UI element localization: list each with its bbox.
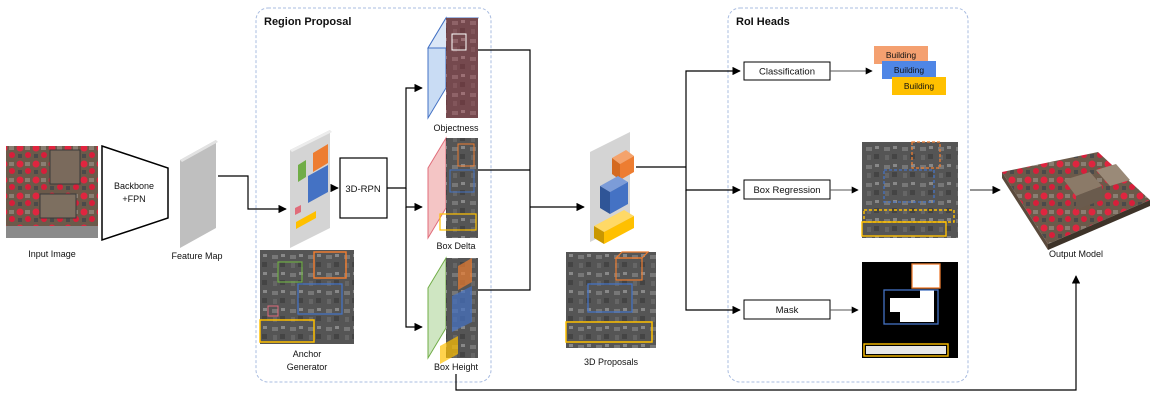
class-tag-yellow (892, 77, 946, 95)
input-image-label: Input Image (28, 249, 76, 259)
proposals-plane (590, 132, 634, 244)
mask-block: Mask (743, 299, 831, 320)
feature-map-label: Feature Map (171, 251, 222, 261)
mask-label: Mask (776, 305, 799, 316)
box-regression-image (861, 141, 958, 238)
backbone-label-1: Backbone (114, 181, 154, 191)
objectness-label: Objectness (433, 123, 479, 133)
proposals-image (565, 251, 656, 348)
arrow-boxheight-to-output (455, 275, 1081, 391)
class-tag-label-1: Building (886, 50, 917, 60)
box-delta-label: Box Delta (436, 241, 475, 251)
anchor-generator-label-1: Anchor (293, 349, 322, 359)
roi-heads-title: RoI Heads (736, 16, 790, 28)
box-height-label: Box Height (434, 362, 479, 372)
arrow-to-mask (685, 190, 741, 315)
region-proposal-panel: Region Proposal (255, 7, 492, 383)
class-tag-orange (874, 46, 928, 64)
box-delta-tensor (427, 136, 478, 240)
box-height-tensor (427, 256, 478, 364)
arrow-feature-to-rpn (218, 175, 287, 214)
backbone-label-2: +FPN (122, 194, 145, 204)
classification-label: Classification (759, 67, 815, 78)
arrow-to-classification (685, 66, 741, 167)
box-regression-label: Box Regression (753, 185, 820, 196)
region-proposal-title: Region Proposal (264, 16, 351, 28)
rpn-label: 3D-RPN (345, 184, 381, 195)
backbone-block: Backbone +FPN (101, 144, 169, 242)
arrow-rpn-boxdelta (405, 188, 423, 212)
mask-image (862, 262, 958, 358)
proposals-label: 3D Proposals (584, 357, 639, 367)
anchor-generator-label-2: Generator (287, 362, 328, 372)
anchor-generator-image (259, 250, 354, 344)
roi-heads-panel: RoI Heads (727, 7, 969, 383)
box-regression-block: Box Regression (743, 179, 831, 200)
arrow-rpn-boxheight (405, 207, 423, 332)
line-boxheight-merge (478, 207, 531, 291)
arrow-rpn-objectness (387, 83, 423, 189)
class-tag-blue (882, 61, 936, 79)
classification-block: Classification (743, 61, 831, 81)
feature-map (180, 140, 218, 248)
input-image (6, 146, 98, 238)
line-objectness-merge (478, 49, 531, 207)
class-tags: Building Building Building (874, 46, 946, 95)
rpn-block: 3D-RPN (339, 157, 388, 219)
objectness-tensor (427, 16, 479, 120)
output-model-label: Output Model (1049, 249, 1103, 259)
arrow-to-box-regression (685, 167, 741, 195)
output-model (1002, 152, 1150, 250)
class-tag-label-2: Building (894, 65, 925, 75)
class-tag-label-3: Building (904, 81, 935, 91)
anchor-feature-plane (290, 130, 332, 248)
